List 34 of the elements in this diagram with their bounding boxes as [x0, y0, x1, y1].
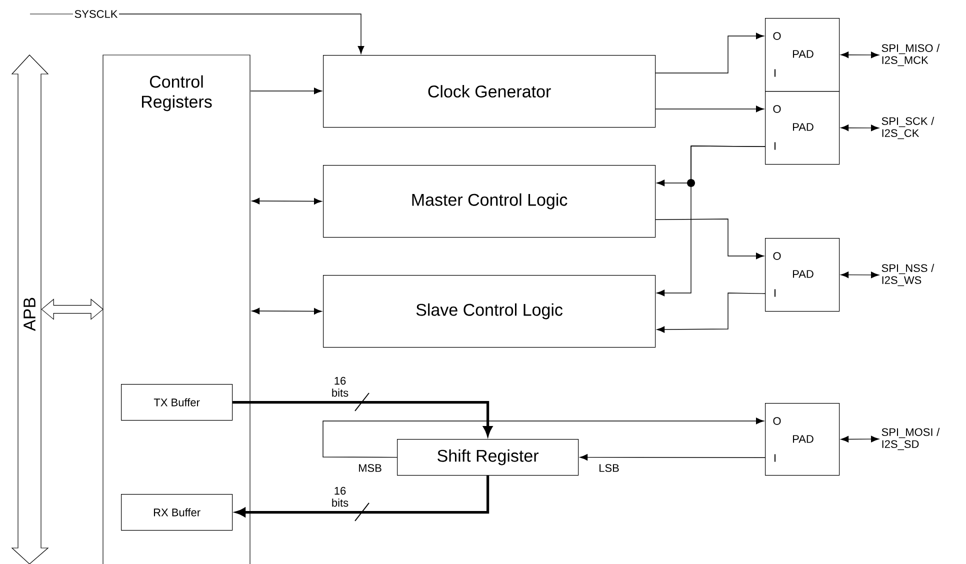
arrow: [252, 308, 322, 314]
logic-block: Slave Control Logic: [323, 275, 656, 348]
arrow: [322, 418, 764, 458]
arrow: [840, 436, 879, 442]
arrow: [840, 124, 879, 132]
buffer-box: TX Buffer: [121, 384, 233, 421]
pin-label: SPI_MISO / I2S_MCK: [882, 44, 940, 66]
logic-block: Master Control Logic: [323, 165, 656, 238]
arrow: [656, 146, 766, 296]
pin-label: SPI_NSS / I2S_WS: [882, 264, 934, 286]
arrow: [655, 218, 764, 260]
arrow: [252, 198, 322, 204]
arrow: [655, 106, 764, 112]
arrow: [118, 14, 364, 54]
buffer-box: RX Buffer: [121, 494, 233, 531]
arrow: [655, 32, 764, 74]
pad-box: O PAD I: [765, 403, 840, 476]
logic-block: Clock Generator: [323, 55, 656, 128]
arrow: [656, 292, 766, 333]
arrow: [840, 272, 879, 278]
bus-arrow: [41, 298, 104, 320]
pad-box: O PAD I: [765, 18, 840, 92]
pad-box: O PAD I: [765, 238, 840, 312]
edge-label: LSB: [598, 463, 620, 473]
edge-label: 16 bits: [327, 376, 353, 398]
pad-box: O PAD I: [765, 91, 840, 165]
signal-label: SYSCLK: [30, 10, 118, 18]
arrow: [840, 52, 879, 58]
logic-block: Shift Register: [397, 439, 579, 476]
pin-label: SPI_SCK / I2S_CK: [882, 116, 934, 140]
pin-label: SPI_MOSI / I2S_SD: [882, 428, 940, 450]
arrow: [580, 454, 766, 461]
edge-label: MSB: [357, 463, 383, 473]
arrow: [250, 88, 322, 94]
